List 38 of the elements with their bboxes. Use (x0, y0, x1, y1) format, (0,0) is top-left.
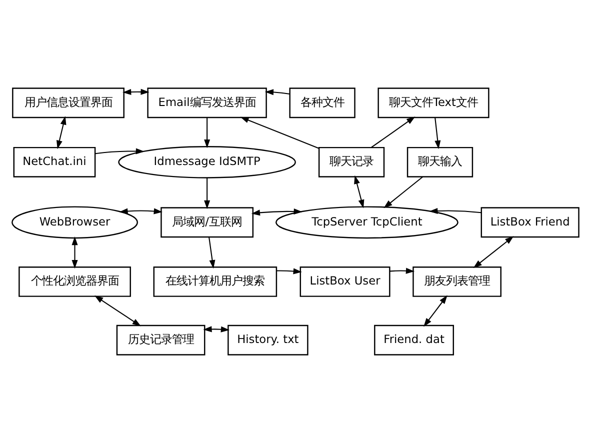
arrow (370, 116, 416, 148)
arrow (424, 294, 448, 326)
arrow (434, 117, 441, 149)
arrow (276, 268, 302, 274)
arrow (264, 88, 290, 95)
arrow (390, 267, 415, 274)
arrow (94, 295, 141, 326)
arrow (56, 116, 66, 149)
node-box: 历史记录管理 (116, 324, 206, 355)
node-box: 局域网/互联网 (160, 206, 254, 238)
node-box: History. txt (228, 324, 308, 355)
node-box: 朋友列表管理 (412, 266, 502, 296)
arrow (384, 176, 424, 208)
node-box: NetChat.ini (13, 146, 96, 177)
arrow (122, 88, 150, 94)
node-box: 用户信息设置界面 (12, 87, 124, 118)
arrow (240, 116, 320, 148)
arrow (204, 117, 210, 148)
arrow (208, 236, 216, 268)
node-box: 个性化浏览器界面 (18, 266, 131, 296)
node-box: Friend. dat (374, 324, 454, 355)
arrow (354, 174, 364, 208)
arrow (429, 207, 482, 214)
node-box: Email编写发送界面 (147, 87, 267, 118)
node-box: 在线计算机用户搜索 (153, 266, 278, 296)
node-box: ListBox User (300, 266, 390, 296)
node-box: 聊天输入 (406, 146, 474, 177)
arrow (203, 326, 230, 332)
node-box: ListBox Friend (480, 206, 580, 238)
arrow (119, 208, 162, 214)
arrow (204, 177, 210, 208)
arrow (95, 148, 144, 154)
node-box: 聊天记录 (318, 146, 385, 177)
arrow (72, 236, 78, 268)
node-box: 各种文件 (289, 87, 356, 118)
arrow (251, 208, 302, 216)
node-box: 聊天文件Text文件 (378, 87, 490, 118)
arrow (473, 236, 514, 268)
